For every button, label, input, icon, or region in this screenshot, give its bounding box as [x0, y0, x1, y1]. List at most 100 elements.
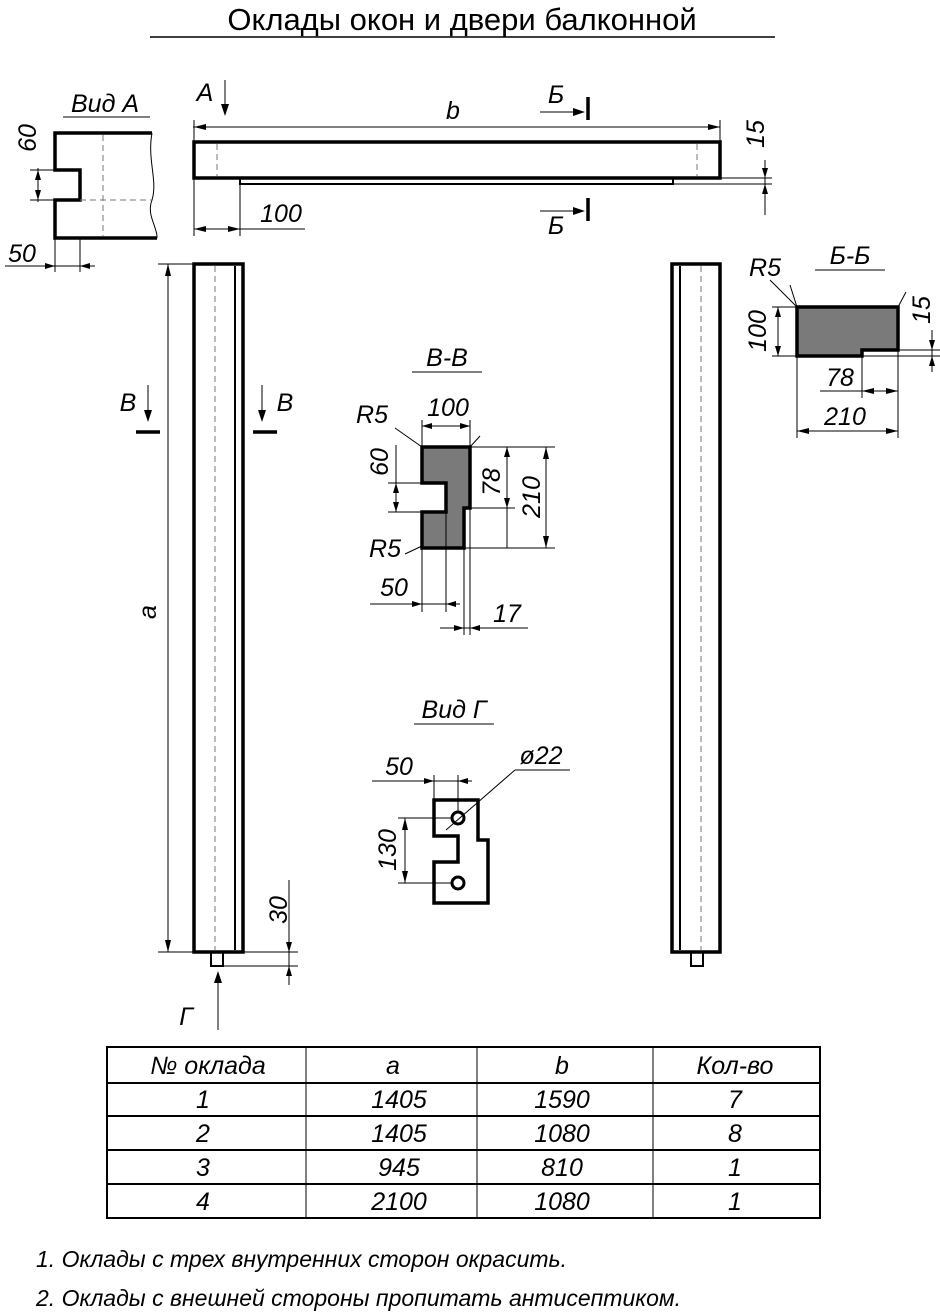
section-bb-dim-210-text: 210 [823, 403, 866, 431]
view-a-arrow-60a [35, 170, 41, 180]
cut-v-right-arrow [258, 410, 266, 422]
section-vv-arrow-78a [504, 447, 510, 457]
dim-b-arrow-left [194, 124, 206, 130]
section-vv-label: В-В [426, 344, 468, 372]
view-a-arrow-50b [80, 263, 90, 269]
drawing-title: Оклады окон и двери балконной [227, 2, 696, 37]
view-g-outline [432, 798, 490, 905]
table-cell: 2100 [370, 1188, 427, 1216]
cut-b-top-arrow [573, 108, 585, 116]
dim-100-text: 100 [260, 200, 302, 228]
table-header-a: a [386, 1052, 400, 1080]
dim-a-arrow-bottom [165, 940, 171, 952]
top-board: А b Б Б 15 100 [192, 79, 772, 240]
section-vv-dim-17-text: 17 [493, 600, 522, 628]
section-vv: В-В 100 R5 60 78 210 R5 [356, 344, 555, 635]
section-vv-arrow-60a [393, 483, 399, 493]
section-bb-arrow-100a [775, 307, 781, 317]
view-a-outline [53, 131, 157, 240]
section-bb: Б-Б R5 100 15 78 210 [744, 242, 940, 438]
dim-a-text: a [134, 605, 162, 619]
dim-100-arrow-b [228, 226, 240, 232]
view-a: Вид А 60 50 [5, 90, 158, 272]
dim-100-arrow-a [194, 226, 206, 232]
dim-30-arrow-b [286, 966, 292, 976]
view-g-arrow-50a [424, 778, 434, 784]
section-vv-r5-bottom-leader [404, 545, 423, 555]
section-vv-arrow-50b [446, 601, 456, 607]
view-g-arrow-130a [402, 818, 408, 830]
table-border [106, 1046, 821, 1219]
section-vv-arrow-60b [393, 502, 399, 512]
cut-v-left-label: В [120, 389, 137, 417]
table-cell: 945 [378, 1154, 420, 1182]
table-cell: 810 [541, 1154, 583, 1182]
marker-g-arrow [214, 971, 222, 983]
section-bb-r5: R5 [749, 254, 781, 282]
section-bb-r5-right-leader [897, 291, 907, 308]
table-cell: 1405 [371, 1120, 427, 1148]
view-g-arrow-130b [402, 871, 408, 883]
dim-b-arrow-right [708, 124, 720, 130]
dim-15-arrow-b [762, 184, 768, 194]
table-cell: 1080 [534, 1188, 590, 1216]
view-a-arrow-50a [45, 263, 55, 269]
section-bb-dim-15-text: 15 [908, 296, 936, 324]
section-vv-dim-50-text: 50 [380, 574, 408, 602]
view-g-dim-22-text: ø22 [519, 742, 562, 770]
view-g-hole-top [450, 810, 466, 826]
view-a-dim-50-text: 50 [8, 240, 36, 268]
view-a-arrow-60b [35, 190, 41, 200]
section-bb-r5-leader2 [789, 284, 798, 308]
left-post-dowel [210, 951, 224, 967]
section-bb-label: Б-Б [830, 242, 871, 270]
note-2: 2. Оклады с внешней стороны пропитать ан… [35, 1285, 681, 1311]
section-vv-arrow-17a [454, 625, 464, 631]
section-vv-r5-bottom: R5 [369, 535, 401, 563]
section-vv-arrow-100a [422, 423, 432, 429]
view-a-break [149, 132, 158, 239]
section-bb-arrow-78a [862, 388, 874, 394]
view-g-dim-22-leader [445, 769, 516, 831]
left-post: a В В 30 Г [120, 262, 298, 1031]
cut-b-bottom-arrow [573, 207, 585, 215]
cut-b-bottom-label: Б [548, 212, 564, 240]
marker-a-arrow [221, 104, 229, 116]
section-vv-arrow-78b [504, 498, 510, 508]
marker-a: А [195, 79, 214, 107]
view-g-dim-50-text: 50 [385, 753, 413, 781]
table-cell: 1 [196, 1086, 210, 1114]
view-g-label: Вид Г [422, 696, 489, 724]
right-post-dowel [690, 951, 704, 967]
section-vv-r5-top: R5 [356, 401, 388, 429]
table-cell: 3 [196, 1154, 210, 1182]
table-cell: 1 [728, 1188, 742, 1216]
table-header-number: № оклада [150, 1052, 266, 1080]
top-board-body [192, 140, 722, 180]
table-cell: 1080 [534, 1120, 590, 1148]
table-cell: 2 [195, 1120, 210, 1148]
section-vv-dim-60-text: 60 [366, 448, 394, 476]
note-1: 1. Оклады с трех внутренних сторон окрас… [36, 1246, 567, 1272]
spec-table: № оклада a b Кол-во 1 1405 1590 7 2 1405… [106, 1046, 821, 1219]
dim-15-text: 15 [742, 120, 770, 148]
right-post [670, 262, 722, 967]
section-bb-arrow-15b [929, 356, 935, 366]
table-cell: 7 [728, 1086, 743, 1114]
dim-15-arrow-a [762, 168, 768, 178]
view-a-dim-60-text: 60 [14, 124, 42, 152]
view-a-label: Вид А [71, 90, 139, 118]
section-vv-dim-210-text: 210 [518, 476, 546, 519]
top-board-quarter [239, 177, 674, 185]
dim-b-text: b [446, 97, 460, 125]
section-bb-shape [795, 305, 900, 358]
section-bb-r5-leader [769, 279, 798, 308]
section-bb-arrow-15a [929, 340, 935, 350]
section-vv-arrow-17b [470, 625, 480, 631]
table-header-b: b [555, 1052, 569, 1080]
view-g-hole-bottom [450, 875, 466, 891]
section-vv-r5-top-leader [394, 427, 423, 448]
section-vv-arrow-100b [460, 423, 470, 429]
section-bb-arrow-100b [775, 346, 781, 356]
